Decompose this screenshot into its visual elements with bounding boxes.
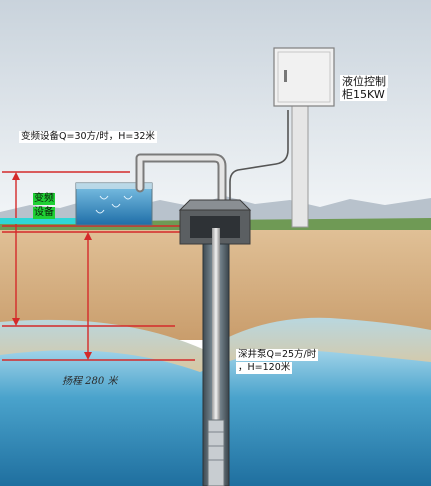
control-cabinet-label-line1: 液位控制 <box>340 75 388 88</box>
freq-equipment-tag-line1: 变频 <box>33 193 55 205</box>
deep-well-pump-label-line2: ，H=120米 <box>236 362 293 374</box>
submersible-pump <box>207 419 225 486</box>
control-cabinet <box>273 47 335 107</box>
dimension-arrowheads <box>12 172 92 360</box>
riser-pipe <box>212 228 220 486</box>
sky <box>0 0 431 225</box>
tank-level-bar <box>0 218 97 224</box>
deep-well-pump-label-line1: 深井泵Q=25方/时 <box>236 349 319 361</box>
freq-equipment-spec-label: 变频设备Q=30方/时，H=32米 <box>19 131 157 143</box>
freq-equipment-tag-line2: 设备 <box>33 207 55 219</box>
dimension-lines <box>2 171 195 361</box>
lift-height-label: 扬程 280 米 <box>62 376 118 387</box>
delivery-pipe <box>135 153 227 245</box>
control-cable <box>229 110 289 220</box>
cabinet-post <box>291 104 309 228</box>
control-cabinet-label-line2: 柜15KW <box>340 88 387 101</box>
wellhead <box>178 199 252 245</box>
